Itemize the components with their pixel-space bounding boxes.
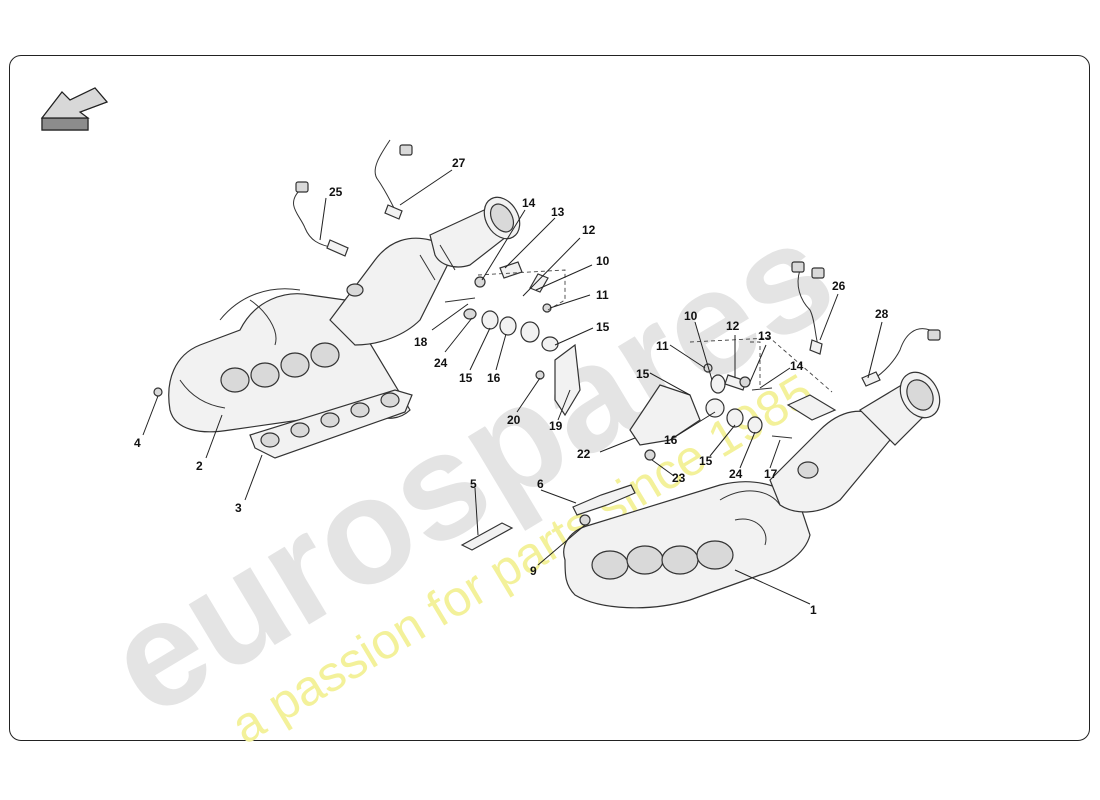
left-catalytic-converter xyxy=(329,196,521,346)
callout-19: 19 xyxy=(549,419,563,433)
callout-14-left: 14 xyxy=(522,196,536,210)
callout-3: 3 xyxy=(235,501,242,515)
right-oxygen-sensor-26 xyxy=(791,261,825,355)
callout-18: 18 xyxy=(414,335,428,349)
callout-15-c: 15 xyxy=(636,367,650,381)
callout-25: 25 xyxy=(329,185,343,199)
callout-13-left: 13 xyxy=(551,205,565,219)
callout-11-right: 11 xyxy=(656,339,669,353)
callout-15-d: 15 xyxy=(699,454,713,468)
callout-22: 22 xyxy=(577,447,591,461)
back-arrow-icon[interactable] xyxy=(40,87,109,131)
callout-12-right: 12 xyxy=(726,319,740,333)
callout-20: 20 xyxy=(507,413,521,427)
callout-12-left: 12 xyxy=(582,223,596,237)
callout-1: 1 xyxy=(810,603,817,617)
left-bracket-hardware xyxy=(153,261,581,417)
callout-27: 27 xyxy=(452,156,466,170)
callout-26: 26 xyxy=(832,279,846,293)
callout-16-right: 16 xyxy=(664,433,678,447)
callout-11-left: 11 xyxy=(596,288,609,302)
callout-15-b: 15 xyxy=(459,371,473,385)
right-bracket-hardware xyxy=(460,337,833,551)
callout-13-right: 13 xyxy=(758,329,772,343)
callout-24-right: 24 xyxy=(729,467,743,481)
callout-10-left: 10 xyxy=(596,254,610,268)
callout-24-left: 24 xyxy=(434,356,448,370)
diagram-frame xyxy=(9,55,1090,741)
left-oxygen-sensor-27 xyxy=(374,139,413,220)
callout-9: 9 xyxy=(530,564,537,578)
callout-28: 28 xyxy=(875,307,889,321)
left-manifold-gasket xyxy=(249,389,413,459)
callout-4: 4 xyxy=(134,436,141,450)
callout-15-a: 15 xyxy=(596,320,610,334)
callout-16-left: 16 xyxy=(487,371,501,385)
left-oxygen-sensor-25 xyxy=(293,181,349,257)
callout-14-right: 14 xyxy=(790,359,804,373)
callout-6: 6 xyxy=(537,477,544,491)
leader-lines xyxy=(142,169,883,605)
right-oxygen-sensor-28 xyxy=(861,328,941,387)
callout-17: 17 xyxy=(764,467,778,481)
callout-5: 5 xyxy=(470,477,477,491)
callout-23: 23 xyxy=(672,471,686,485)
callout-10-right: 10 xyxy=(684,309,698,323)
right-catalytic-converter xyxy=(769,371,941,513)
callout-2: 2 xyxy=(196,459,203,473)
callout-labels: 1 2 3 4 5 6 9 10 10 11 11 12 12 13 13 14… xyxy=(134,156,889,617)
